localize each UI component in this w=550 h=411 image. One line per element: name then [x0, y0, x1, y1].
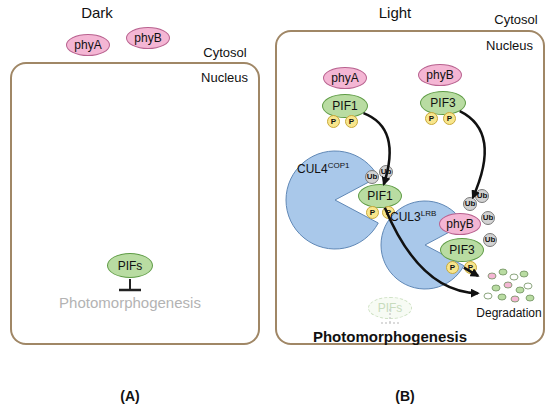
compartment-label: Nucleus [201, 70, 248, 85]
fragment [520, 271, 528, 277]
text-label: (B) [395, 388, 414, 404]
ubiquitin-circle: Ub [481, 211, 495, 225]
ligase-superscript: COP1 [328, 161, 350, 170]
protein-name: PIFs [378, 301, 403, 315]
protein-name: PIF3 [430, 97, 455, 109]
protein-name: PIF1 [367, 190, 392, 202]
text-label: Photomorphogenesis [313, 328, 467, 345]
protein-ellipse: PIF1 [358, 184, 402, 208]
compartment-label: Nucleus [486, 38, 533, 53]
protein-ellipse: phyB [418, 64, 462, 86]
fragment-cluster [478, 266, 540, 304]
modification-label: P [349, 118, 354, 126]
phosphate-circle: P [366, 206, 379, 219]
phosphate-circle: P [443, 112, 456, 125]
reaction-arrow [363, 113, 389, 184]
protein-ellipse: PIF3 [440, 238, 484, 262]
ligase-base-name: CUL3 [390, 210, 421, 224]
inhibition-bar [119, 289, 141, 292]
modification-label: Ub [485, 236, 496, 244]
fragment [516, 287, 524, 293]
modification-label: P [370, 209, 375, 217]
ubiquitin-circle: Ub [483, 233, 497, 247]
protein-name: phyA [74, 39, 101, 51]
modification-label: Ub [477, 192, 488, 200]
text-label: Cytosol [203, 45, 246, 60]
fragment [499, 269, 507, 275]
fragment [504, 282, 512, 288]
ligase-pacman: CUL3LRBphyBPIF3 [380, 200, 470, 290]
ligase-name: CUL3LRB [390, 210, 436, 223]
text-label: (A) [120, 388, 139, 404]
phosphate-circle: P [464, 261, 477, 274]
fragment [492, 285, 500, 291]
ligase-name: CUL4COP1 [297, 162, 349, 175]
protein-name: phyB [134, 32, 161, 44]
ligase-base-name: CUL4 [297, 162, 328, 176]
modification-label: Ub [465, 200, 476, 208]
reaction-arrow [385, 208, 478, 294]
modification-label: P [331, 118, 336, 126]
protein-ellipse: phyB [439, 213, 481, 235]
fragment [488, 273, 496, 279]
modification-label: P [468, 264, 473, 272]
phosphate-circle: P [327, 115, 340, 128]
protein-name: PIF3 [449, 244, 474, 256]
ligase-pacman: CUL4COP1PIF1 [285, 150, 385, 250]
reaction-arrow [464, 268, 478, 276]
fragment [511, 296, 519, 302]
inhibition-line [129, 279, 131, 290]
fragment [498, 294, 506, 300]
text-label: Photomorphogenesis [59, 294, 201, 311]
inhibition-bar [381, 322, 399, 324]
ubiquitin-circle: Ub [365, 170, 379, 184]
text-label: Dark [81, 4, 113, 21]
phosphate-circle: P [345, 115, 358, 128]
fragment [524, 283, 532, 289]
protein-ellipse: PIF1 [322, 94, 368, 118]
modification-label: P [429, 115, 434, 123]
protein-ellipse: phyA [66, 34, 110, 56]
modification-label: Ub [483, 214, 494, 222]
ubiquitin-circle: Ub [475, 189, 489, 203]
inhibition-line [389, 309, 391, 323]
protein-name: phyA [331, 72, 358, 84]
fragment [484, 293, 492, 299]
protein-ellipse: phyA [323, 67, 367, 89]
protein-ellipse: phyB [126, 27, 170, 49]
modification-label: P [447, 115, 452, 123]
protein-name: PIFs [118, 260, 143, 272]
reaction-arrow [460, 111, 485, 197]
protein-name: phyB [446, 218, 473, 230]
protein-ellipse: PIFs [107, 253, 153, 278]
fragment [510, 274, 518, 280]
degraded-protein-ellipse: PIFs [368, 297, 412, 319]
fragment [526, 295, 534, 301]
text-label: Light [379, 4, 412, 21]
modification-label: Ub [367, 173, 378, 181]
modification-label: Ub [381, 168, 392, 176]
protein-name: PIF1 [332, 100, 357, 112]
ligase-superscript: LRB [421, 209, 437, 218]
degradation-cluster: Degradation [478, 266, 540, 322]
phosphate-circle: P [446, 261, 459, 274]
nucleus-box: NucleusphyAPIF1PPphyBPIF3PPCUL4COP1PIF1U… [275, 30, 545, 345]
text-label: Cytosol [494, 12, 537, 27]
protein-ellipse: PIF3 [420, 91, 466, 115]
phosphate-circle: P [425, 112, 438, 125]
degradation-label: Degradation [476, 306, 541, 320]
modification-label: P [450, 264, 455, 272]
protein-name: phyB [426, 69, 453, 81]
ubiquitin-circle: Ub [379, 165, 393, 179]
